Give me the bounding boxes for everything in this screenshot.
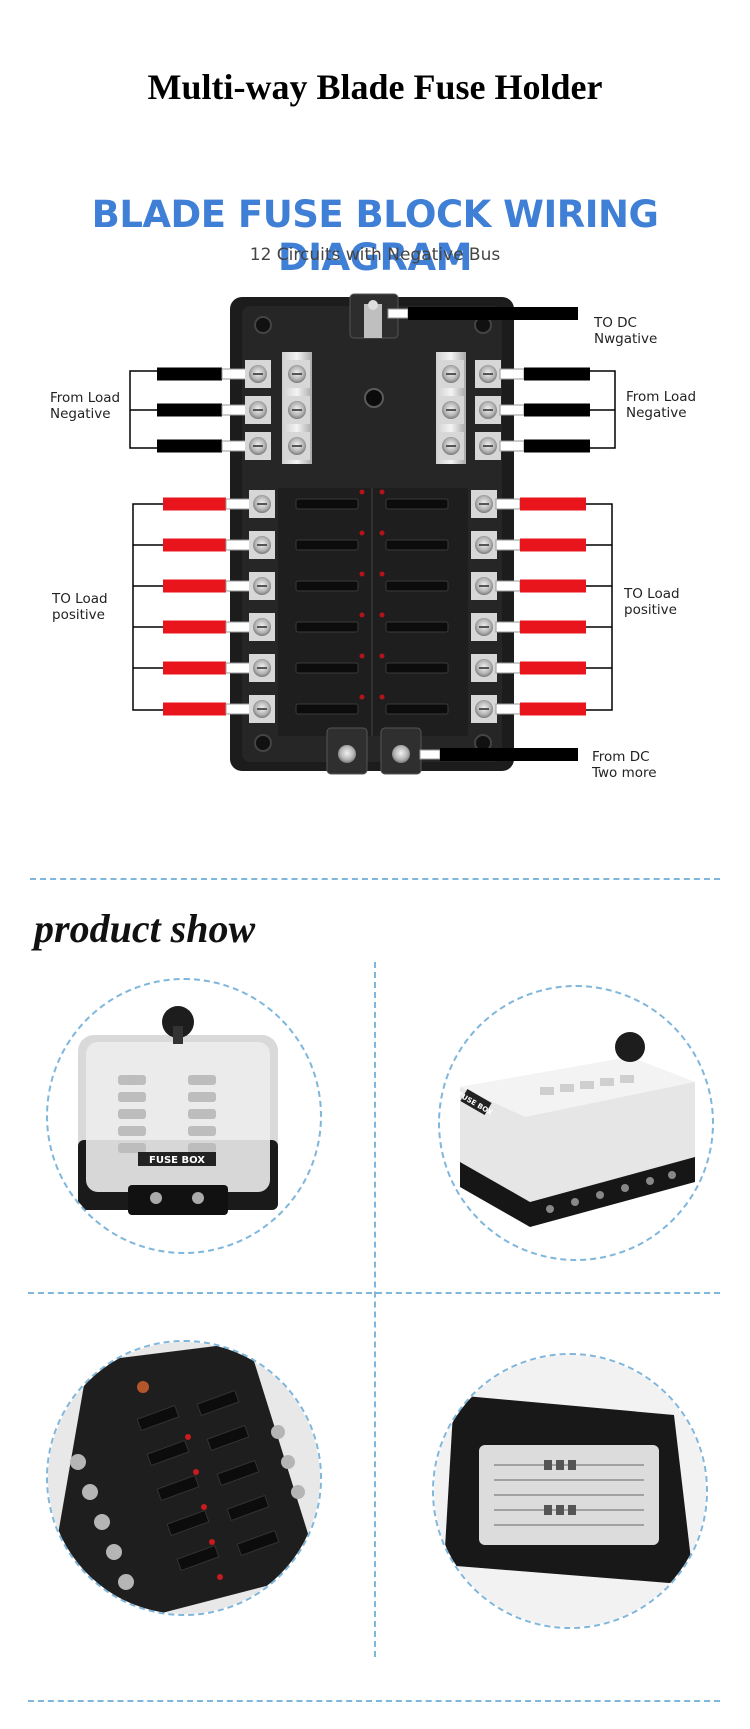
- ring-terminal: [495, 580, 521, 592]
- fuse-slot: [385, 498, 449, 510]
- label-from-dc: From DC Two more: [592, 749, 657, 781]
- ring-terminal: [225, 580, 251, 592]
- wiring-diagram: [129, 293, 616, 775]
- ring-terminal: [495, 621, 521, 633]
- positive-wire: [163, 538, 226, 552]
- negative-wire: [157, 403, 222, 417]
- positive-wire: [163, 661, 226, 675]
- positive-wire: [520, 661, 586, 675]
- ring-terminal: [225, 703, 251, 715]
- product-show-heading: product show: [34, 906, 256, 951]
- negative-wire: [524, 367, 590, 381]
- fuse-slot: [385, 662, 449, 674]
- label-line: Negative: [50, 406, 111, 422]
- ring-terminal: [495, 498, 521, 510]
- positive-wire: [163, 702, 226, 716]
- positive-wire: [520, 497, 586, 511]
- page-title: Multi-way Blade Fuse Holder: [147, 67, 603, 107]
- label-line: From Load: [50, 390, 121, 406]
- label-from-load-negative-left: From Load Negative: [50, 390, 120, 422]
- led-indicator: [359, 571, 365, 577]
- fuse-slot: [385, 580, 449, 592]
- ring-terminal: [221, 440, 247, 452]
- diagram-title: BLADE FUSE BLOCK WIRING DIAGRAM: [91, 193, 659, 279]
- led-indicator: [359, 612, 365, 618]
- negative-wire: [157, 367, 222, 381]
- led-indicator: [379, 653, 385, 659]
- label-line: Two more: [592, 765, 657, 781]
- negative-wire: [157, 439, 222, 453]
- positive-wire: [520, 538, 586, 552]
- positive-wire: [520, 579, 586, 593]
- label-line: positive: [624, 602, 677, 618]
- product-photo-side: FUSE BOX: [438, 985, 714, 1261]
- ring-terminal: [495, 662, 521, 674]
- fuse-slot: [295, 498, 359, 510]
- led-indicator: [359, 530, 365, 536]
- fuse-slot: [385, 621, 449, 633]
- ring-terminal: [499, 368, 525, 380]
- negative-wire: [524, 403, 590, 417]
- fuse-slot: [295, 580, 359, 592]
- label-line: TO DC: [594, 315, 637, 331]
- section-divider: [30, 878, 720, 880]
- label-line: TO Load: [52, 591, 108, 607]
- fuse-slot: [295, 539, 359, 551]
- diagram-subtitle: 12 Circuits with Negative Bus: [249, 245, 501, 265]
- bottom-divider: [28, 1700, 720, 1702]
- positive-wire: [163, 497, 226, 511]
- ring-terminal: [495, 703, 521, 715]
- label-line: Nwgative: [594, 331, 658, 347]
- label-to-dc-negative: TO DC Nwgative: [594, 315, 657, 347]
- positive-wire: [520, 620, 586, 634]
- fuse-slot: [295, 621, 359, 633]
- led-indicator: [359, 489, 365, 495]
- positive-wire: [163, 579, 226, 593]
- product-photo-top: [46, 1340, 322, 1616]
- fuse-slot: [385, 703, 449, 715]
- ring-terminal: [499, 440, 525, 452]
- fuse-box-label: FUSE BOX: [149, 1155, 205, 1166]
- fuse-slots: [295, 489, 449, 715]
- led-indicator: [379, 530, 385, 536]
- positive-wire: [520, 702, 586, 716]
- grid-divider-horizontal: [28, 1292, 720, 1294]
- led-indicator: [379, 571, 385, 577]
- ring-terminal: [225, 539, 251, 551]
- ring-terminal: [225, 498, 251, 510]
- ring-terminal: [221, 368, 247, 380]
- led-indicator: [359, 694, 365, 700]
- label-line: TO Load: [624, 586, 680, 602]
- ring-terminal: [225, 621, 251, 633]
- led-indicator: [379, 694, 385, 700]
- product-photo-front: FUSE BOX: [46, 978, 322, 1254]
- label-line: From DC: [592, 749, 650, 765]
- led-indicator: [379, 612, 385, 618]
- product-photo-bottom: [432, 1353, 708, 1629]
- negative-wire: [524, 439, 590, 453]
- label-line: Negative: [626, 405, 687, 421]
- fuse-slot: [295, 703, 359, 715]
- grid-divider-vertical: [374, 962, 376, 1657]
- label-line: From Load: [626, 389, 697, 405]
- ring-terminal: [499, 404, 525, 416]
- label-line: positive: [52, 607, 105, 623]
- led-indicator: [359, 653, 365, 659]
- label-to-load-positive-right: TO Load positive: [624, 586, 680, 618]
- ring-terminal: [495, 539, 521, 551]
- fuse-slot: [385, 539, 449, 551]
- led-indicator: [379, 489, 385, 495]
- label-from-load-negative-right: From Load Negative: [626, 389, 696, 421]
- label-to-load-positive-left: TO Load positive: [52, 591, 108, 623]
- ring-terminal: [221, 404, 247, 416]
- positive-wire: [163, 620, 226, 634]
- fuse-slot: [295, 662, 359, 674]
- ring-terminal: [225, 662, 251, 674]
